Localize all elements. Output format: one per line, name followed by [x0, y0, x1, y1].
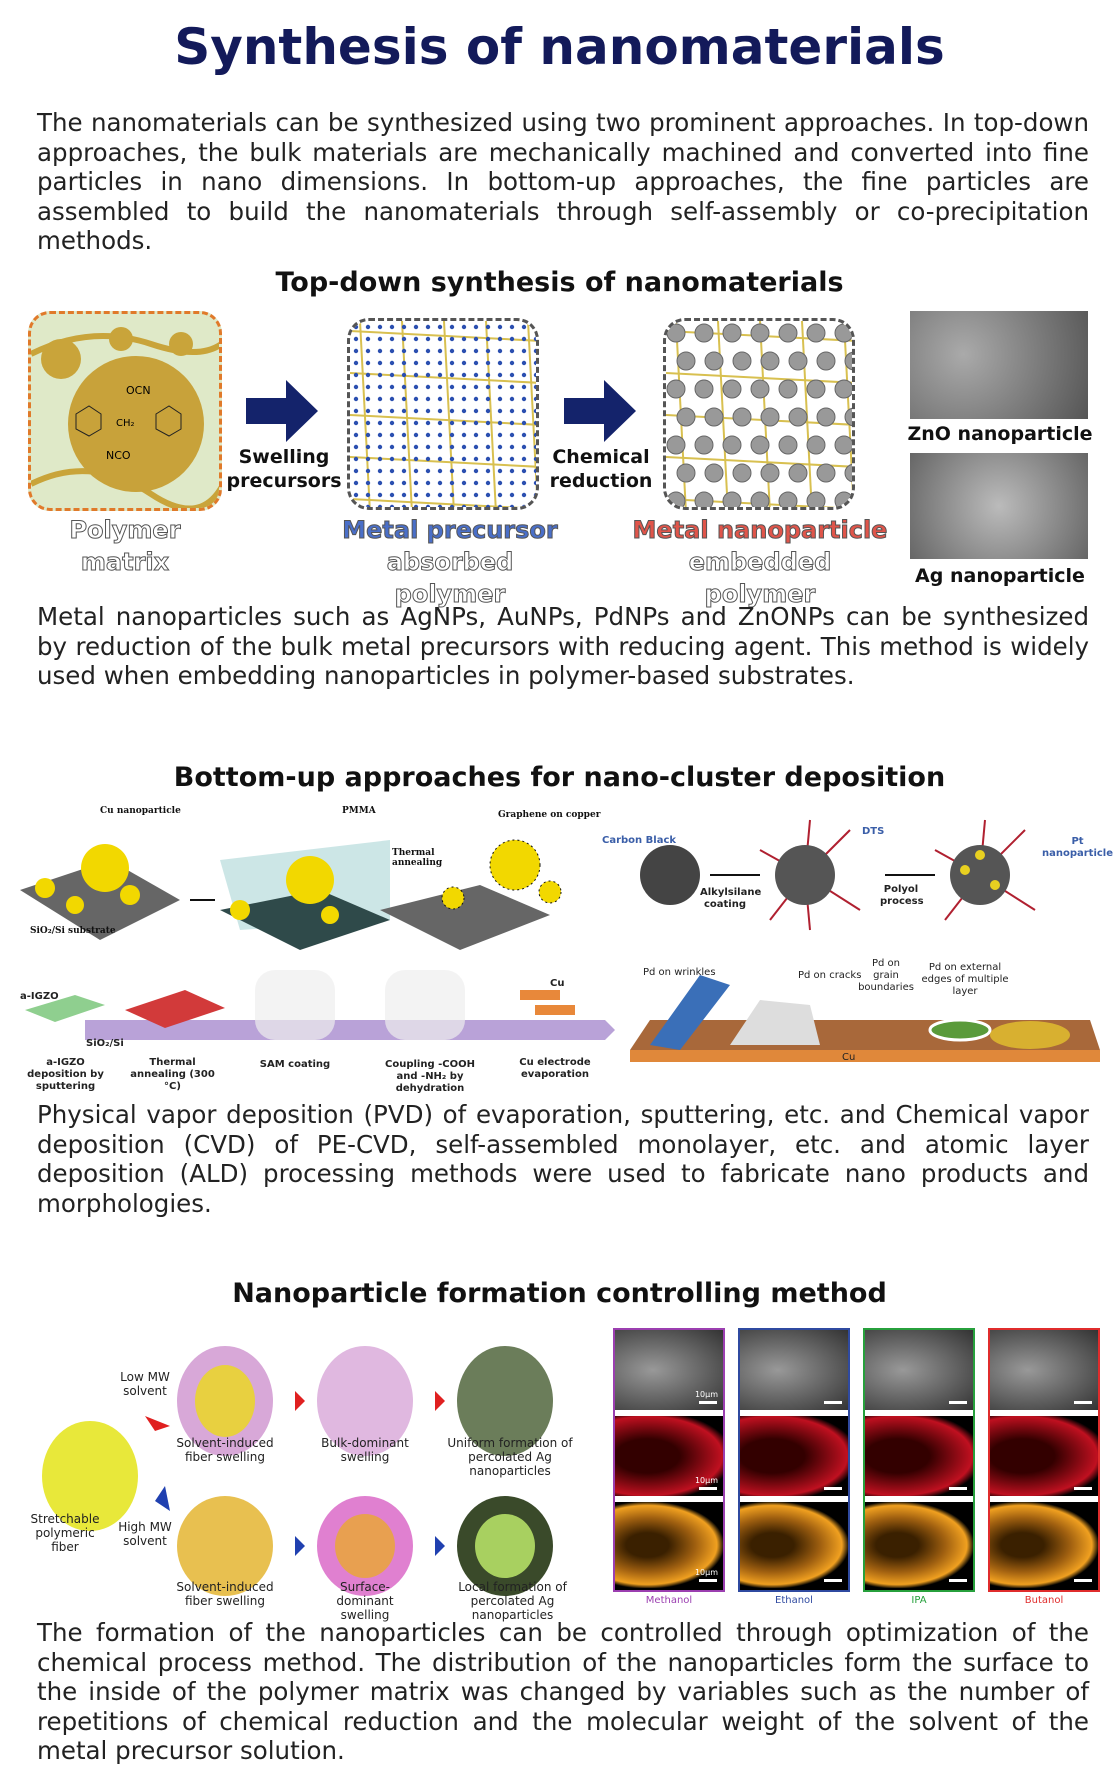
solvent-micrograph-column: [988, 1328, 1100, 1592]
bottomup-heading: Bottom-up approaches for nano-cluster de…: [173, 762, 946, 793]
mol-nco: NCO: [106, 449, 131, 462]
bottomup-caption: Physical vapor deposition (PVD) of evapo…: [37, 1100, 1089, 1218]
scale-bar-label: 10μm: [694, 1390, 718, 1399]
process-step: Thermal annealing (300 °C): [130, 1057, 215, 1092]
igzo-label: a-IGZO: [20, 991, 59, 1002]
cu-graphene-figure: [20, 839, 562, 950]
page-title: Synthesis of nanomaterials: [174, 18, 945, 76]
depth-panel: [990, 1502, 1098, 1588]
polyol-label: Polyol process: [880, 884, 924, 907]
stage-label: Uniform formation of percolated Ag nanop…: [447, 1436, 573, 1478]
arrow-right-icon: [246, 380, 318, 442]
zno-label: ZnO nanoparticle: [907, 423, 1093, 445]
depth-panel: [865, 1502, 973, 1588]
solvent-label: Ethanol: [775, 1595, 813, 1606]
fiber-swelling-figure: [42, 1346, 553, 1596]
process-step: SAM coating: [259, 1059, 331, 1070]
sem-panel: [865, 1330, 973, 1410]
zno-sem-image: [910, 311, 1088, 419]
scale-bar: [699, 1579, 717, 1582]
fluorescence-panel: [990, 1416, 1098, 1496]
swelling-label: Swelling precursors: [226, 446, 342, 492]
sem-panel: 10μm: [615, 1330, 723, 1410]
topdown-caption: Metal nanoparticles such as AgNPs, AuNPs…: [37, 602, 1089, 690]
intro-paragraph: The nanomaterials can be synthesized usi…: [37, 108, 1089, 255]
carbon-black-figure: [640, 819, 1036, 931]
fluorescence-panel: [740, 1416, 848, 1496]
high-mw-label: High MW solvent: [118, 1520, 172, 1548]
depth-panel: 10μm: [615, 1502, 723, 1588]
thermal-label: Thermal annealing: [392, 848, 443, 868]
mol-ocn: OCN: [126, 384, 151, 397]
control-heading: Nanoparticle formation controlling metho…: [232, 1278, 887, 1309]
stage-label: Bulk-dominant swelling: [321, 1436, 409, 1464]
fluorescence-panel: [865, 1416, 973, 1496]
pd-graphene-figure: [630, 975, 1100, 1062]
solvent-micrograph-column: [738, 1328, 850, 1592]
scale-bar: [949, 1487, 967, 1490]
pd-grain-label: Pd on grain boundaries: [858, 958, 914, 993]
scale-bar: [824, 1401, 842, 1404]
stage-label: Surface-dominant swelling: [336, 1580, 394, 1622]
graphene-label: Graphene on copper: [498, 810, 601, 820]
solvent-label: Methanol: [645, 1595, 693, 1606]
pd-edges-label: Pd on external edges of multiple layer: [921, 962, 1009, 997]
scale-bar: [949, 1401, 967, 1404]
pt-nanoparticle-label: Pt nanoparticle: [1041, 836, 1114, 859]
sem-panel: [990, 1330, 1098, 1410]
scale-bar: [699, 1487, 717, 1490]
process-step: Coupling -COOH and -NH₂ by dehydration: [385, 1059, 475, 1094]
low-mw-label: Low MW solvent: [120, 1370, 170, 1398]
pmma-label: PMMA: [342, 806, 376, 816]
substrate-label: SiO₂/Si substrate: [30, 926, 116, 936]
metal-nanoparticle-figure: [663, 318, 855, 510]
arrow-right-icon: [564, 380, 636, 442]
depth-panel: [740, 1502, 848, 1588]
fluorescence-panel: 10μm: [615, 1416, 723, 1496]
solvent-micrograph-column: [863, 1328, 975, 1592]
scale-bar-label: 10μm: [694, 1476, 718, 1485]
pd-wrinkles-label: Pd on wrinkles: [643, 967, 716, 978]
solvent-label: Butanol: [1024, 1595, 1064, 1606]
carbon-black-label: Carbon Black: [602, 835, 677, 846]
cu-nanoparticle-label: Cu nanoparticle: [100, 806, 181, 816]
scale-bar: [824, 1487, 842, 1490]
process-step: Cu electrode evaporation: [519, 1057, 591, 1080]
igzo-process-figure: [25, 970, 615, 1040]
ag-label: Ag nanoparticle: [915, 565, 1085, 587]
stage-label: Solvent-induced fiber swelling: [176, 1436, 274, 1464]
control-caption: The formation of the nanoparticles can b…: [37, 1618, 1089, 1765]
metal-precursor-figure: [347, 318, 539, 510]
mol-ch2: CH₂: [116, 418, 135, 429]
scale-bar: [824, 1579, 842, 1582]
process-step: a-IGZO deposition by sputtering: [27, 1057, 104, 1092]
scale-bar: [699, 1401, 717, 1404]
fiber-label: Stretchable polymeric fiber: [30, 1512, 100, 1554]
cu-substrate-label: Cu: [842, 1052, 856, 1063]
scale-bar-label: 10μm: [694, 1568, 718, 1577]
sio2-label: SiO₂/Si: [86, 1038, 124, 1049]
pd-cracks-label: Pd on cracks: [798, 970, 862, 981]
scale-bar: [1074, 1401, 1092, 1404]
topdown-heading: Top-down synthesis of nanomaterials: [275, 267, 844, 298]
chemical-reduction-label: Chemical reduction: [549, 446, 653, 492]
scale-bar: [1074, 1487, 1092, 1490]
ag-sem-image: [910, 453, 1088, 559]
stage-label: Local formation of percolated Ag nanopar…: [458, 1580, 567, 1622]
alkylsilane-label: Alkylsilane coating: [700, 887, 762, 910]
dts-label: DTS: [862, 826, 885, 837]
scale-bar: [949, 1579, 967, 1582]
polymer-matrix-figure: OCN CH₂ NCO: [28, 311, 222, 511]
solvent-micrograph-column: 10μm 10μm 10μm: [613, 1328, 725, 1592]
sem-panel: [740, 1330, 848, 1410]
scale-bar: [1074, 1579, 1092, 1582]
cu-label: Cu: [550, 978, 565, 989]
stage-label: Solvent-induced fiber swelling: [176, 1580, 274, 1608]
solvent-label: IPA: [911, 1595, 927, 1606]
